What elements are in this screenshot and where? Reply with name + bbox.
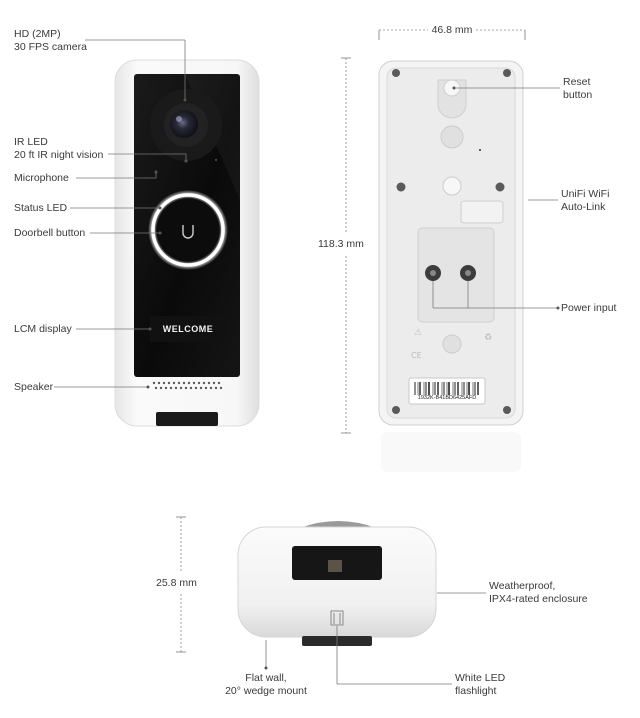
mount-label-line2: 20° wedge mount: [225, 685, 307, 697]
enclosure-label-line1: Weatherproof,: [489, 580, 556, 592]
side-body: [237, 526, 437, 638]
doorbell-button-icon: [157, 199, 219, 261]
barcode-icon: [414, 382, 479, 395]
lcm-screen: [150, 316, 226, 342]
svg-text:♻: ♻: [484, 333, 492, 343]
enclosure-label: Weatherproof, IPX4-rated enclosure: [489, 580, 588, 606]
side-view: [176, 516, 486, 685]
reset-button-label: Reset button: [563, 76, 592, 102]
ir-led-label-line2: 20 ft IR night vision: [14, 149, 104, 161]
screw-icons: [392, 69, 511, 414]
ir-led-label-line1: IR LED: [14, 136, 48, 148]
front-view: [54, 39, 260, 427]
front-bottom-mount: [156, 412, 218, 426]
camera-label-line1: HD (2MP): [14, 28, 61, 40]
flashlight-label-line2: flashlight: [455, 685, 497, 697]
back-view: ⚠ CE ♻: [341, 29, 560, 472]
microphone-label: Microphone: [14, 172, 69, 184]
svg-text:CE: CE: [411, 351, 422, 360]
doorbell-button-label: Doorbell button: [14, 227, 86, 239]
wifi-label-line1: UniFi WiFi: [561, 188, 610, 200]
power-input-label: Power input: [561, 302, 617, 314]
flashlight-label: White LED flashlight: [455, 672, 505, 698]
lcm-display-label: LCM display: [14, 323, 72, 335]
reset-label-line1: Reset: [563, 76, 591, 88]
speaker-grille-icon: [152, 381, 223, 390]
barcode-text: 1932K-B41BD6425AFD: [417, 395, 477, 401]
depth-dimension-label: 25.8 mm: [156, 577, 197, 589]
mount-label: Flat wall, 20° wedge mount: [216, 672, 316, 698]
camera-label-line2: 30 FPS camera: [14, 41, 87, 53]
reset-label-line2: button: [563, 89, 593, 101]
mount-label-line1: Flat wall,: [245, 672, 287, 684]
lcm-display-text: WELCOME: [162, 324, 214, 334]
width-dimension-label: 46.8 mm: [431, 24, 473, 36]
camera-label: HD (2MP) 30 FPS camera: [14, 28, 87, 54]
enclosure-label-line2: IPX4-rated enclosure: [489, 593, 588, 605]
svg-text:⚠: ⚠: [414, 328, 422, 338]
height-dimension-label: 118.3 mm: [318, 238, 364, 250]
wifi-label-line2: Auto-Link: [561, 201, 606, 213]
flashlight-led-icon: [328, 560, 342, 572]
ir-led-label: IR LED 20 ft IR night vision: [14, 136, 103, 162]
camera-lens-icon: [170, 110, 198, 138]
speaker-label: Speaker: [14, 381, 54, 393]
unifi-wifi-label: UniFi WiFi Auto-Link: [561, 188, 609, 214]
flashlight-label-line1: White LED: [455, 672, 506, 684]
status-led-label: Status LED: [14, 202, 68, 214]
wifi-button-icon: [460, 200, 504, 224]
